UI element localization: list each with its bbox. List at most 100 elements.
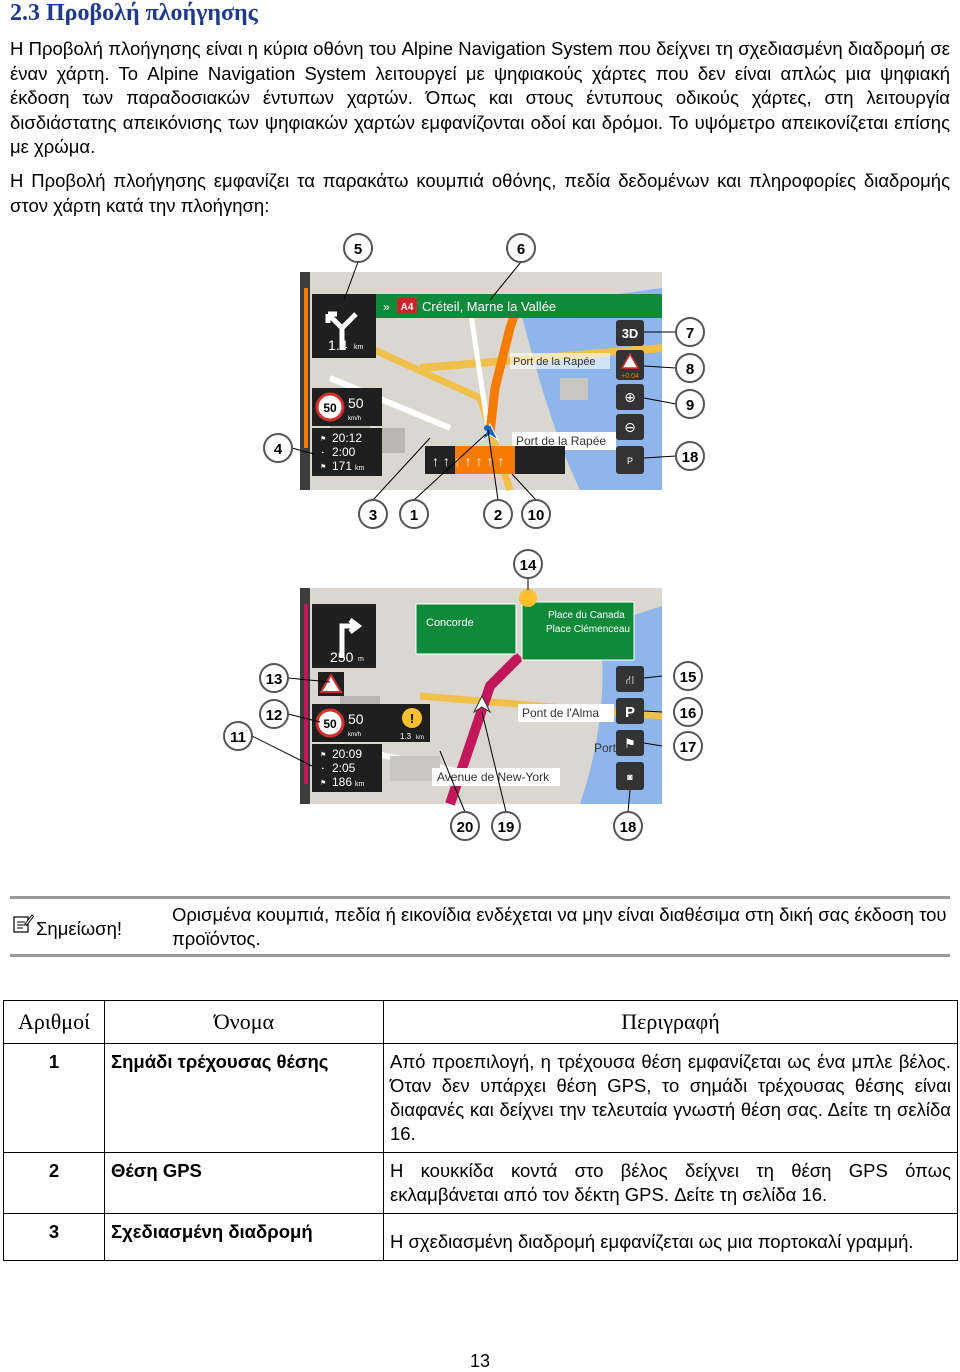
callout-6: 6	[506, 233, 536, 263]
table-row: 1 Σημάδι τρέχουσας θέσης Από προεπιλογή,…	[3, 1043, 958, 1153]
alert-icon	[402, 708, 422, 728]
row-number: 3	[3, 1213, 105, 1261]
svg-text:↑ ↑ ↑ ↑ ↑ ↑ ↑: ↑ ↑ ↑ ↑ ↑ ↑ ↑	[432, 453, 504, 469]
callouts-1: 5 6 7 8 9 18 4 3 1 2 10	[263, 233, 705, 529]
svg-text:50: 50	[348, 711, 364, 727]
callout-12: 12	[259, 699, 289, 729]
navigation-view-paragraph: Η Προβολή πλοήγησης εμφανίζει τα παρακάτ…	[10, 170, 950, 216]
svg-text:◔: ◔	[320, 766, 324, 773]
section-heading: 2.3 Προβολή πλοήγησης	[10, 0, 258, 26]
signpost-right	[521, 601, 635, 661]
table-row: 2 Θέση GPS Η κουκκίδα κοντά στο βέλος δε…	[3, 1152, 958, 1214]
svg-text:m: m	[358, 656, 364, 663]
parking-icon: P	[625, 704, 635, 721]
camera-icon: ◙	[627, 772, 633, 782]
note-pencil-icon	[13, 914, 34, 933]
row-name: Θέση GPS	[104, 1152, 384, 1214]
position-marker-icon	[472, 694, 492, 714]
signpost-left	[415, 603, 517, 655]
row-name: Σημάδι τρέχουσας θέσης	[104, 1043, 384, 1153]
parking-button[interactable]	[616, 698, 644, 724]
callout-16: 16	[673, 697, 703, 727]
bike-icon	[519, 589, 537, 607]
lane-button[interactable]	[616, 666, 644, 692]
turn-arrow-icon	[339, 618, 363, 658]
remaining-distance: 171	[332, 459, 352, 473]
navigation-view-figure-1: » A4 Créteil, Marne la Vallée 1.4 km 50 …	[220, 228, 720, 543]
callout-18: 18	[675, 441, 705, 471]
trip-data-panel	[312, 428, 382, 476]
svg-text:5: 5	[354, 241, 362, 258]
callout-5: 5	[343, 233, 373, 263]
poi-button[interactable]	[616, 446, 644, 474]
hazard-icon	[319, 673, 343, 693]
svg-text:186: 186	[332, 775, 352, 789]
row-description: Η κουκκίδα κοντά στο βέλος δείχνει τη θέ…	[383, 1152, 958, 1214]
svg-text:km: km	[416, 735, 424, 741]
leader-lines-2	[251, 578, 663, 813]
note-label: Σημείωση!	[36, 918, 123, 939]
svg-text:Port de la Rapée: Port de la Rapée	[516, 434, 606, 448]
svg-text:⚑: ⚑	[320, 779, 326, 787]
callout-8: 8	[675, 353, 705, 383]
svg-text:km/h: km/h	[348, 416, 361, 422]
zoom-in-button[interactable]	[616, 384, 644, 410]
zoom-in-icon: ⊕	[624, 389, 636, 405]
svg-text:50: 50	[348, 395, 364, 411]
svg-text:!: !	[410, 711, 414, 726]
svg-text:◔: ◔	[320, 450, 324, 457]
header-name: Όνομα	[104, 1000, 384, 1044]
planned-route-line-2	[445, 652, 524, 806]
svg-text:16: 16	[680, 705, 697, 722]
zoom-out-icon: ⊖	[624, 419, 636, 435]
speed-limit-icon	[315, 708, 345, 738]
route-direction-text: Créteil, Marne la Vallée	[422, 299, 556, 314]
speed-limit-icon	[315, 392, 345, 422]
turn-arrow-icon	[325, 311, 358, 350]
row-name: Σχεδιασμένη διαδρομή	[104, 1213, 384, 1261]
flag-icon: ⚑	[624, 736, 636, 751]
note-bottom-rule	[10, 954, 950, 957]
note-text: Ορισμένα κουμπιά, πεδία ή εικονίδια ενδέ…	[172, 904, 947, 949]
3d-button[interactable]	[616, 320, 644, 346]
svg-text:8: 8	[686, 361, 694, 378]
svg-text:Port de la Rapée: Port de la Rapée	[513, 356, 596, 368]
svg-text:km: km	[355, 781, 365, 788]
row-description: Η σχεδιασμένη διαδρομή εμφανίζεται ως μι…	[383, 1213, 958, 1261]
svg-text:50: 50	[323, 717, 337, 731]
svg-text:3D: 3D	[622, 326, 639, 341]
table-header-row: Αριθμοί Όνομα Περιγραφή	[3, 1000, 958, 1044]
svg-text:Avenue de New-York: Avenue de New-York	[437, 770, 550, 784]
svg-text:Place du Canada: Place du Canada	[548, 610, 625, 621]
callout-19: 19	[491, 811, 521, 841]
poi-button-2[interactable]	[616, 762, 644, 790]
svg-text:3: 3	[369, 507, 377, 524]
svg-text:15: 15	[680, 669, 697, 686]
eta: 20:12	[332, 431, 362, 445]
svg-text:10: 10	[528, 507, 545, 524]
note-top-rule	[10, 896, 950, 899]
svg-text:7: 7	[686, 325, 694, 342]
callout-20: 20	[450, 811, 480, 841]
svg-text:19: 19	[498, 819, 515, 836]
callout-17: 17	[673, 731, 703, 761]
callout-10: 10	[521, 499, 551, 529]
svg-text:9: 9	[686, 397, 694, 414]
callout-4: 4	[263, 433, 293, 463]
header-description: Περιγραφή	[383, 1000, 958, 1044]
legend-table: Αριθμοί Όνομα Περιγραφή 1 Σημάδι τρέχουσ…	[3, 1000, 958, 1261]
svg-text:4: 4	[274, 441, 283, 458]
svg-text:km/h: km/h	[348, 732, 361, 738]
destination-button[interactable]	[616, 730, 644, 756]
svg-text:+0:04: +0:04	[621, 373, 639, 380]
navigation-view-figure-2: Concorde Place du Canada Place Clémencea…	[220, 546, 720, 851]
callout-11: 11	[223, 721, 253, 751]
turn-distance: 1.4	[328, 337, 348, 353]
zoom-out-button[interactable]	[616, 414, 644, 440]
svg-text:»: »	[383, 300, 390, 314]
svg-text:12: 12	[266, 707, 283, 724]
svg-text:1.3: 1.3	[400, 732, 412, 741]
map-screen-2: Concorde Place du Canada Place Clémencea…	[300, 588, 663, 806]
callout-9: 9	[675, 389, 705, 419]
svg-text:2: 2	[494, 507, 502, 524]
